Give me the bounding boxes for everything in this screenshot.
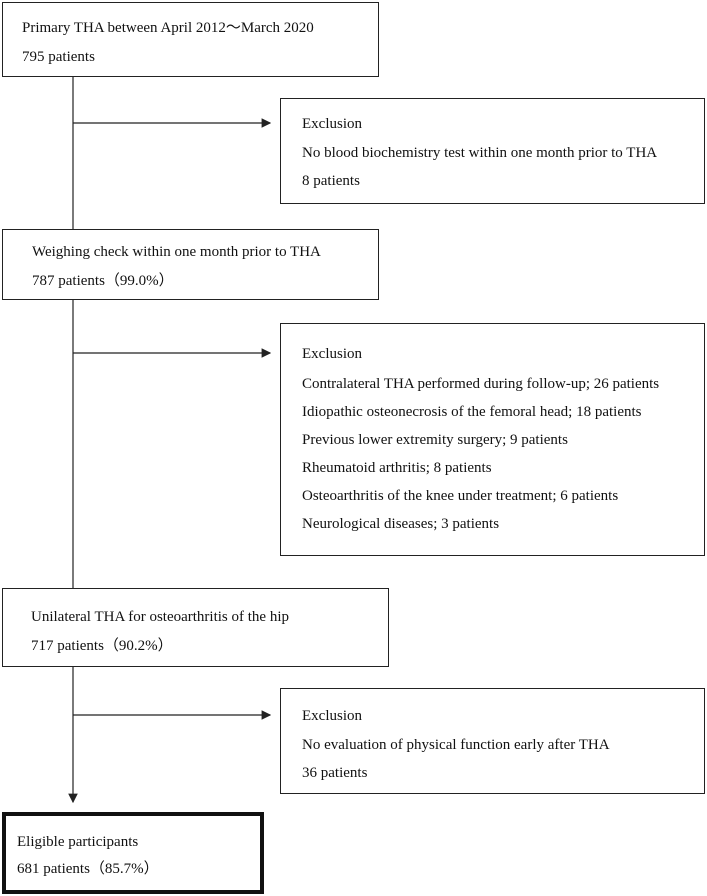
eligible-participants-box: Eligible participants 681 patients（85.7%… [2,812,264,894]
exclusion-1-heading: Exclusion [302,116,362,132]
eligible-participants-title: Eligible participants [17,834,139,850]
start-title: Primary THA between April 2012～March 202… [22,20,314,36]
exclusion-2-item: Neurological diseases; 3 patients [302,516,500,532]
weighing-check-count: 787 patients（99.0%） [32,273,174,289]
unilateral-tha-title: Unilateral THA for osteoarthritis of the… [31,609,289,625]
exclusion-box-3: Exclusion No evaluation of physical func… [280,688,705,794]
exclusion-1-item: 8 patients [302,173,360,189]
exclusion-2-item: Idiopathic osteonecrosis of the femoral … [302,404,642,420]
unilateral-tha-box: Unilateral THA for osteoarthritis of the… [2,588,389,667]
start-box: Primary THA between April 2012～March 202… [2,2,379,77]
weighing-check-box: Weighing check within one month prior to… [2,229,379,300]
exclusion-3-item: No evaluation of physical function early… [302,737,610,753]
exclusion-2-item: Osteoarthritis of the knee under treatme… [302,488,619,504]
exclusion-2-item: Rheumatoid arthritis; 8 patients [302,460,492,476]
exclusion-box-1: Exclusion No blood biochemistry test wit… [280,98,705,204]
unilateral-tha-count: 717 patients（90.2%） [31,638,173,654]
eligible-participants-count: 681 patients（85.7%） [17,861,159,877]
exclusion-3-heading: Exclusion [302,708,362,724]
exclusion-box-2: Exclusion Contralateral THA performed du… [280,323,705,556]
weighing-check-title: Weighing check within one month prior to… [32,244,321,260]
exclusion-1-item: No blood biochemistry test within one mo… [302,145,658,161]
exclusion-2-item: Contralateral THA performed during follo… [302,376,660,392]
exclusion-3-item: 36 patients [302,765,368,781]
exclusion-2-heading: Exclusion [302,346,362,362]
start-count: 795 patients [22,49,95,65]
exclusion-2-item: Previous lower extremity surgery; 9 pati… [302,432,568,448]
